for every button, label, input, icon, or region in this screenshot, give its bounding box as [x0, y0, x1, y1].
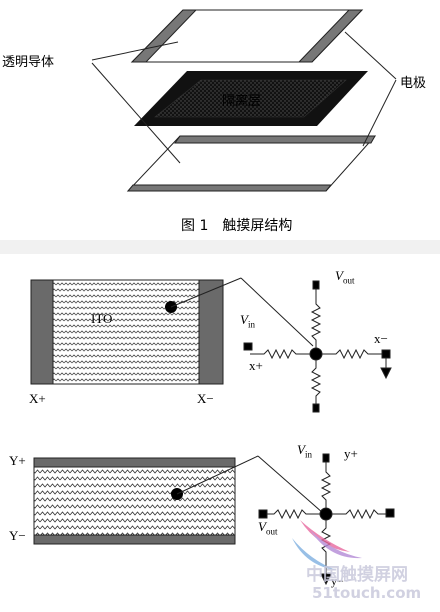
transparent-conductor-label: 透明导体 [2, 55, 55, 70]
callout-lines [91, 31, 397, 164]
y-plus-label: y+ [344, 446, 358, 461]
v-in-label-bottom: Vin [297, 442, 312, 460]
v-out-label-bottom: Vout [258, 519, 278, 537]
x-resistor-network [243, 280, 392, 413]
v-out-label: Vout [335, 268, 355, 286]
y-panel [33, 455, 324, 545]
top-conductor-layer [130, 9, 364, 63]
x-plus-left-label: X+ [29, 391, 46, 406]
spacer-layer [134, 71, 368, 126]
x-panel [30, 277, 314, 385]
spacer-label: 隔离层 [222, 94, 262, 109]
watermark-brand: 中国触摸屏网 [306, 565, 408, 585]
bottom-conductor-layer [126, 135, 377, 192]
v-in-label: Vin [240, 312, 255, 330]
watermark-url: 51touch.com [312, 584, 422, 602]
ito-label: ITO [91, 311, 113, 326]
watermark-logo [292, 520, 362, 570]
x-minus-label: x− [374, 331, 388, 346]
x-minus-right-label: X− [197, 391, 214, 406]
electrode-label: 电极 [400, 76, 427, 91]
y-minus-left-label: Y− [9, 528, 26, 543]
x-plus-label: x+ [249, 358, 263, 373]
figure1-caption: 图 1 触摸屏结构 [181, 218, 293, 234]
y-resistor-network [258, 453, 395, 586]
y-plus-left-label: Y+ [9, 453, 26, 468]
y-minus-label: y− [331, 574, 344, 588]
divider-band [0, 240, 440, 254]
